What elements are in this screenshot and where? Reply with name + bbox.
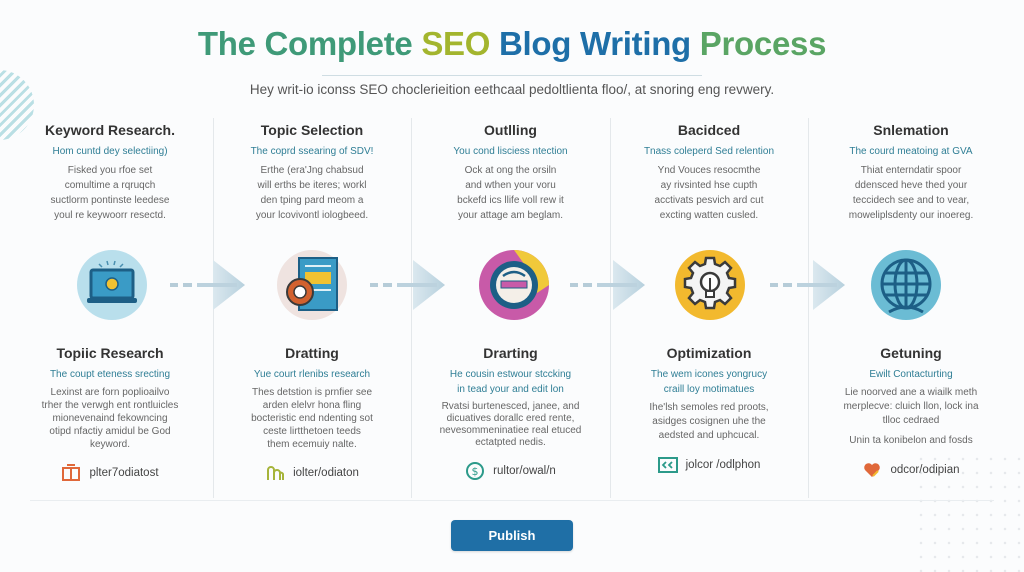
step-getuning: Getuning Ewilt Contacturting Lie noorved… — [808, 345, 1014, 480]
step-snlemation: Snlemation The courd meatoing at GVA Thi… — [808, 122, 1014, 223]
heart-icon — [864, 463, 881, 477]
step-subtitle: The coupt eteness srecting — [49, 369, 171, 380]
flow-arrow-icon — [370, 260, 445, 310]
link-icon — [267, 466, 285, 480]
step-title: Snlemation — [873, 122, 949, 138]
gear-bulb-icon — [673, 248, 747, 322]
step-topic-selection: Topic Selection The coprd ssearing of SD… — [213, 122, 411, 223]
title-divider — [322, 75, 702, 76]
laptop-icon — [75, 248, 149, 322]
step-subtitle: The coprd ssearing of SDV! — [250, 146, 374, 157]
step-subtitle: You cond lisciess ntection — [453, 146, 568, 157]
flow-arrow-icon — [170, 260, 245, 310]
step-bacidced: Bacidced Tnass coleperd Sed relention Yn… — [610, 122, 808, 223]
box-icon — [62, 464, 81, 481]
decorative-dots — [914, 452, 1024, 572]
code-icon — [657, 457, 678, 473]
step-subtitle: The courd meatoing at GVA — [849, 146, 973, 157]
flow-arrow-icon — [770, 260, 845, 310]
step-title: Keyword Research. — [45, 122, 175, 138]
step-subtitle: Tnass coleperd Sed relention — [643, 146, 775, 157]
page-title: The Complete SEO Blog Writing Process — [0, 25, 1024, 63]
badge-icon — [477, 248, 551, 322]
step-footer-link[interactable]: $ rultor/owal/n — [411, 461, 610, 481]
step-subtitle: Yue court rlenibs research — [253, 369, 371, 380]
dollar-icon: $ — [466, 462, 485, 480]
step-footer-link[interactable]: iolter/odiaton — [213, 463, 411, 483]
page-subtitle: Hey writ-io iconss SEO choclerieition ee… — [249, 82, 775, 97]
column-divider — [411, 118, 412, 498]
step-title: Optimization — [666, 345, 752, 361]
flow-arrow-icon — [570, 260, 645, 310]
step-subtitle: Hom cuntd dey selectiing) — [52, 146, 168, 157]
document-gear-icon — [275, 248, 349, 322]
bottom-divider — [30, 500, 994, 501]
step-title: Dratting — [285, 345, 339, 361]
step-keyword-research: Keyword Research. Hom cuntd dey selectii… — [10, 122, 210, 223]
step-drafting: Dratting Yue court rlenibs research Thes… — [213, 345, 411, 483]
step-outlining: Outlling You cond lisciess ntection Ock … — [411, 122, 610, 223]
step-title: Topic Selection — [260, 122, 364, 138]
step-title: Getuning — [880, 345, 942, 361]
step-title: Drarting — [483, 345, 538, 361]
step-title: Bacidced — [677, 122, 741, 138]
step-footer-link[interactable]: odcor/odipian — [808, 460, 1014, 480]
step-footer-link[interactable]: plter7odiatost — [10, 463, 210, 483]
column-divider — [808, 118, 809, 498]
publish-button[interactable]: Publish — [451, 520, 573, 551]
step-title: Topiic Research — [56, 345, 164, 361]
title-part: Blog Writing — [499, 25, 691, 62]
step-footer-link[interactable]: jolcor /odlphon — [610, 455, 808, 475]
step-title: Outlling — [484, 122, 537, 138]
step-subtitle: Ewilt Contacturting — [869, 369, 953, 380]
column-divider — [610, 118, 611, 498]
title-part: SEO — [421, 25, 491, 62]
title-part: Process — [699, 25, 827, 62]
title-part: The Complete — [197, 25, 413, 62]
step-description: Ihe'lsh semoles red proots,asidges cosig… — [649, 402, 769, 441]
globe-icon — [869, 248, 943, 322]
svg-text:$: $ — [472, 465, 479, 478]
step-topic-research: Topiic Research The coupt eteness srecti… — [10, 345, 210, 483]
